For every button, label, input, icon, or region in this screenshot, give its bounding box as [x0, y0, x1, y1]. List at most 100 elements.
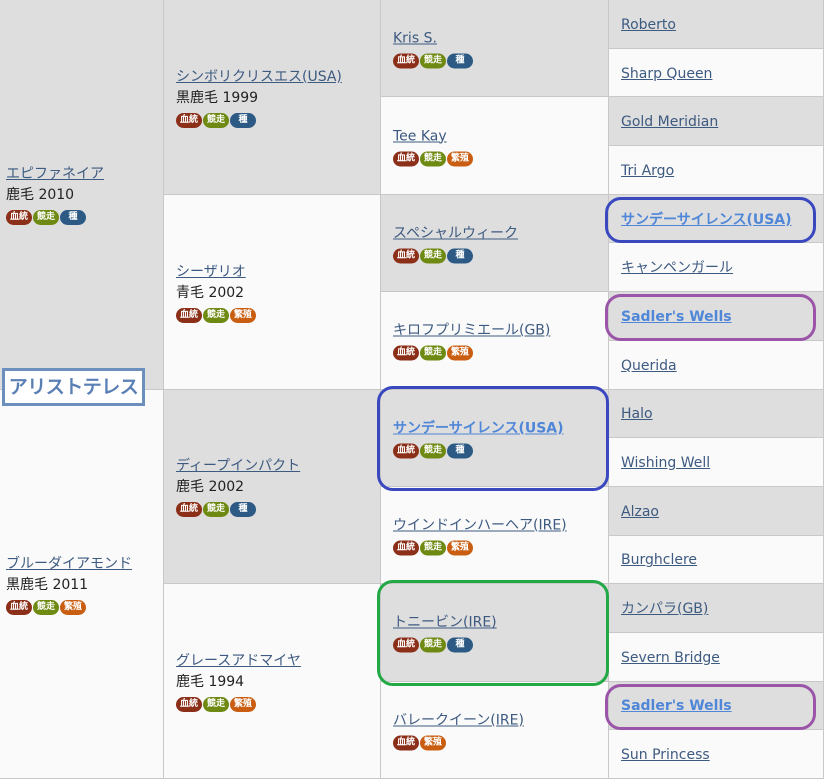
gen3-cell: サンデーサイレンス(USA) 血統競走種: [381, 389, 609, 487]
blood-badge[interactable]: 血統: [393, 345, 419, 361]
blood-badge[interactable]: 血統: [6, 210, 32, 226]
blood-badge[interactable]: 血統: [176, 697, 202, 713]
blood-badge[interactable]: 血統: [393, 248, 419, 264]
race-badge[interactable]: 競走: [420, 248, 446, 264]
horse-name-link[interactable]: サンデーサイレンス(USA): [393, 420, 564, 437]
horse-name-link[interactable]: ディープインパクト: [176, 458, 301, 475]
race-badge[interactable]: 競走: [420, 443, 446, 459]
horse-name-link[interactable]: グレースアドマイヤ: [176, 653, 301, 670]
horse-name-link[interactable]: サンデーサイレンス(USA): [621, 211, 792, 228]
blood-badge[interactable]: 血統: [176, 112, 202, 128]
horse-info: Kris S. 血統競走種: [393, 28, 602, 69]
horse-info: Sharp Queen: [621, 63, 817, 83]
horse-name-link[interactable]: Sadler's Wells: [621, 308, 732, 325]
stud-badge[interactable]: 種: [447, 637, 473, 653]
horse-name-link[interactable]: Sharp Queen: [621, 65, 713, 82]
horse-info: Severn Bridge: [621, 647, 817, 667]
gen3-cell: Tee Kay 血統競走繁殖: [381, 97, 609, 195]
blood-badge[interactable]: 血統: [393, 540, 419, 556]
breed-badge[interactable]: 繁殖: [230, 307, 256, 323]
breed-badge[interactable]: 繁殖: [420, 735, 446, 751]
gen3-cell: Kris S. 血統競走種: [381, 0, 609, 98]
horse-name-link[interactable]: Burghclere: [621, 552, 698, 569]
horse-name-link[interactable]: スペシャルウィーク: [393, 225, 519, 242]
horse-name-link[interactable]: カンパラ(GB): [621, 601, 709, 618]
horse-info: サンデーサイレンス(USA) 血統競走種: [393, 417, 602, 459]
horse-info: Sadler's Wells: [621, 306, 817, 326]
race-badge[interactable]: 競走: [203, 697, 229, 713]
horse-name-link[interactable]: Querida: [621, 357, 677, 374]
blood-badge[interactable]: 血統: [393, 735, 419, 751]
race-badge[interactable]: 競走: [33, 210, 59, 226]
horse-name-link[interactable]: ブルーダイアモンド: [6, 555, 132, 572]
stud-badge[interactable]: 種: [230, 112, 256, 128]
horse-name-link[interactable]: バレークイーン(IRE): [393, 712, 524, 729]
horse-name-link[interactable]: Alzao: [621, 503, 659, 520]
breed-badge[interactable]: 繁殖: [447, 345, 473, 361]
blood-badge[interactable]: 血統: [6, 599, 32, 615]
horse-name-link[interactable]: Sun Princess: [621, 747, 710, 764]
race-badge[interactable]: 競走: [203, 502, 229, 518]
horse-info: Gold Meridian: [621, 111, 817, 131]
horse-name-link[interactable]: Severn Bridge: [621, 649, 720, 666]
horse-coat-year: 鹿毛 2010: [6, 187, 75, 204]
horse-name-link[interactable]: シーザリオ: [176, 263, 246, 280]
horse-name-link[interactable]: Tri Argo: [621, 162, 675, 179]
horse-name-link[interactable]: トニービン(IRE): [393, 614, 497, 631]
blood-badge[interactable]: 血統: [176, 307, 202, 323]
gen4-cell: Alzao: [609, 486, 824, 536]
horse-name-link[interactable]: キロフプリミエール(GB): [393, 322, 551, 339]
horse-name-link[interactable]: Gold Meridian: [621, 114, 719, 131]
breed-badge[interactable]: 繁殖: [60, 599, 86, 615]
stud-badge[interactable]: 種: [230, 502, 256, 518]
breed-badge[interactable]: 繁殖: [447, 540, 473, 556]
stud-badge[interactable]: 種: [60, 210, 86, 226]
race-badge[interactable]: 競走: [420, 151, 446, 167]
horse-name-link[interactable]: Sadler's Wells: [621, 698, 732, 715]
blood-badge[interactable]: 血統: [176, 502, 202, 518]
horse-name-link[interactable]: Tee Kay: [393, 128, 447, 145]
badge-group: 血統競走繁殖: [176, 697, 374, 713]
gen4-cell: カンパラ(GB): [609, 584, 824, 633]
badge-group: 血統競走種: [176, 112, 374, 128]
gen4-cell: Querida: [609, 340, 824, 390]
gen4-cell: Sadler's Wells: [609, 292, 824, 341]
horse-name-link[interactable]: ウインドインハーヘア(IRE): [393, 517, 567, 534]
horse-name-link[interactable]: シンボリクリスエス(USA): [176, 68, 342, 85]
blood-badge[interactable]: 血統: [393, 443, 419, 459]
horse-name-link[interactable]: Kris S.: [393, 30, 437, 47]
horse-name-link[interactable]: エピファネイア: [6, 166, 104, 183]
blood-badge[interactable]: 血統: [393, 151, 419, 167]
race-badge[interactable]: 競走: [203, 112, 229, 128]
badge-group: 血統競走種: [393, 248, 602, 264]
horse-info: Burghclere: [621, 549, 817, 569]
breed-badge[interactable]: 繁殖: [230, 697, 256, 713]
race-badge[interactable]: 競走: [420, 53, 446, 69]
horse-coat-year: 黒鹿毛 2011: [6, 576, 89, 593]
race-badge[interactable]: 競走: [420, 637, 446, 653]
stud-badge[interactable]: 種: [447, 53, 473, 69]
horse-name-link[interactable]: Halo: [621, 406, 653, 423]
horse-info: Roberto: [621, 14, 817, 34]
blood-badge[interactable]: 血統: [393, 637, 419, 653]
horse-name-link[interactable]: Wishing Well: [621, 455, 711, 472]
gen4-cell: キャンペンガール: [609, 243, 824, 293]
breed-badge[interactable]: 繁殖: [447, 151, 473, 167]
race-badge[interactable]: 競走: [203, 307, 229, 323]
stud-badge[interactable]: 種: [447, 443, 473, 459]
race-badge[interactable]: 競走: [420, 345, 446, 361]
badge-group: 血統競走種: [393, 443, 602, 459]
race-badge[interactable]: 競走: [420, 540, 446, 556]
race-badge[interactable]: 競走: [33, 599, 59, 615]
badge-group: 血統競走繁殖: [393, 345, 602, 361]
stud-badge[interactable]: 種: [447, 248, 473, 264]
horse-name-link[interactable]: Roberto: [621, 16, 676, 33]
blood-badge[interactable]: 血統: [393, 53, 419, 69]
gen4-cell: Gold Meridian: [609, 97, 824, 147]
badge-group: 血統競走種: [393, 637, 602, 653]
horse-name-link[interactable]: キャンペンガール: [621, 260, 733, 277]
